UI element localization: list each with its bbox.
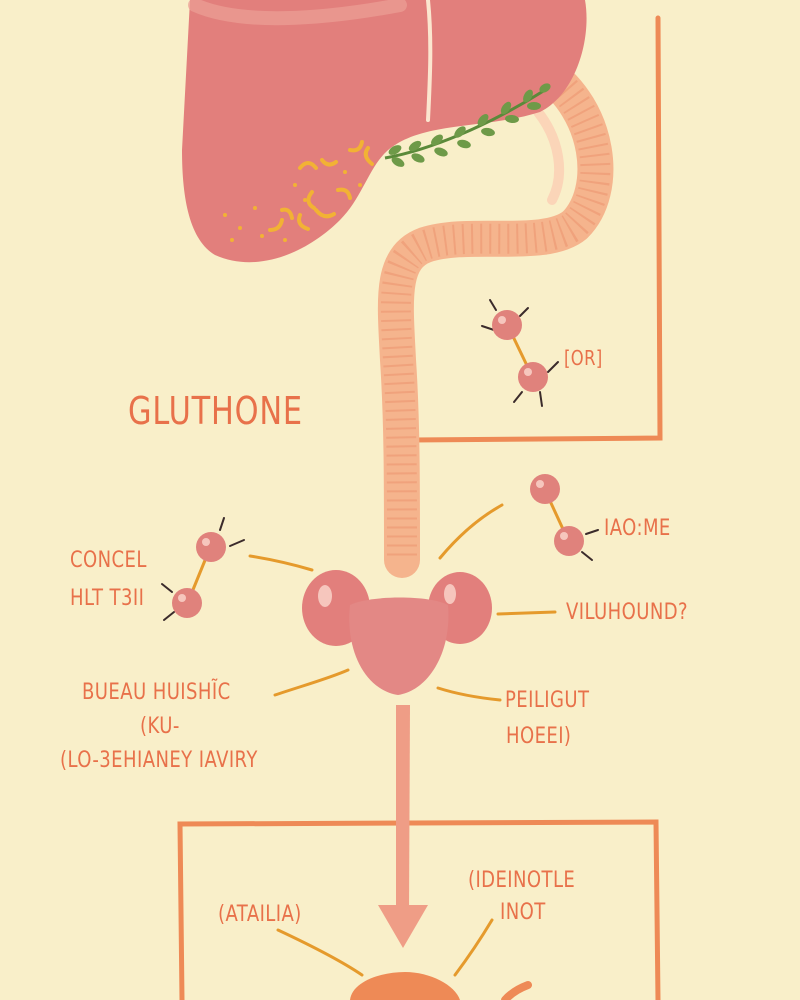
molecule-pair-icon [161, 517, 245, 621]
inot-label: INOT [500, 900, 546, 925]
liver-icon [182, 0, 587, 263]
gland-organ-icon [302, 570, 492, 695]
down-arrow-icon [378, 705, 428, 948]
or-tag-label: [OR] [564, 346, 603, 370]
herb-sprig-icon [384, 83, 551, 167]
bile-dots [223, 170, 362, 242]
iaome-label: IAO:ME [604, 516, 671, 541]
diagram-title: GLUTHONE [128, 389, 303, 433]
leader-lines [248, 503, 557, 977]
upper-frame [409, 15, 663, 443]
peiligut-label: PEILIGUT [505, 688, 590, 713]
bile-particles-icon [268, 140, 374, 232]
atailia-label: (ATAILIA) [218, 902, 302, 927]
intestine-tube-icon [377, 54, 614, 578]
molecule-pair-icon [481, 299, 559, 407]
lo-label: (LO-3EHIANEY IAVIRY [60, 748, 258, 773]
bueau-label: BUEAU HUISHĨC [82, 680, 231, 705]
hoeei-label: HOEEI) [506, 724, 572, 749]
ideinotle-label: (IDEINOTLE [468, 868, 576, 893]
bottom-organ-icon [350, 972, 532, 1000]
lower-frame [177, 819, 661, 1000]
hlt-label: HLT T3II [70, 586, 145, 611]
ku-label: (KU- [140, 714, 180, 739]
viluhound-label: VILUHOUND? [566, 600, 689, 625]
molecule-pair-icon [530, 474, 599, 561]
concel-label: CONCEL [70, 548, 147, 573]
